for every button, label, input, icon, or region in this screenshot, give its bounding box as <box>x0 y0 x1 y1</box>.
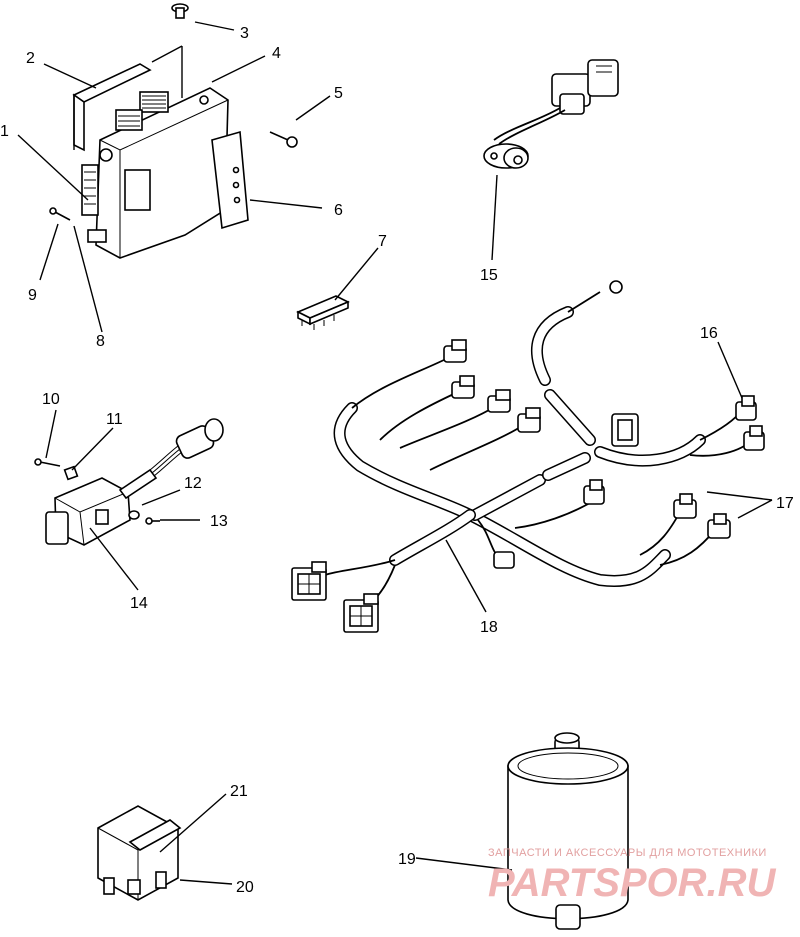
screw-10 <box>34 458 61 467</box>
multi-pin-connector <box>291 561 327 601</box>
harness-connector <box>735 395 757 421</box>
callout-20: 20 <box>236 879 254 896</box>
harness-connector <box>743 425 765 451</box>
harness-connector <box>517 407 541 433</box>
callout-4: 4 <box>272 45 281 62</box>
harness-connector <box>493 551 515 569</box>
sensor <box>483 59 619 169</box>
callout-11: 11 <box>106 411 123 428</box>
harness-connector <box>487 389 511 413</box>
screw-3 <box>171 3 189 19</box>
callout-3: 3 <box>240 25 249 42</box>
harness-connector <box>583 479 605 505</box>
callout-16: 16 <box>700 325 718 342</box>
callout-1: 1 <box>0 123 9 140</box>
callout-5: 5 <box>334 85 343 102</box>
harness-connector <box>611 413 639 447</box>
callout-19: 19 <box>398 851 416 868</box>
clip-11 <box>63 465 79 481</box>
watermark: ЗАПЧАСТИ И АКСЕССУАРЫ ДЛЯ МОТОТЕХНИКИ PA… <box>488 847 777 905</box>
leader-lines <box>17 21 773 885</box>
chip <box>296 295 350 330</box>
callout-2: 2 <box>26 50 35 67</box>
harness-connector <box>707 513 731 539</box>
screw-5 <box>269 131 298 148</box>
harness-connector <box>673 493 697 519</box>
callout-13: 13 <box>210 513 228 530</box>
callout-15: 15 <box>480 267 498 284</box>
callouts: 1 2 3 4 5 6 7 8 9 10 11 12 13 14 15 16 1… <box>0 25 794 896</box>
callout-10: 10 <box>42 391 60 408</box>
multi-pin-connector <box>343 593 379 633</box>
harness-connector <box>443 339 467 363</box>
callout-8: 8 <box>96 333 105 350</box>
callout-21: 21 <box>230 783 248 800</box>
callout-18: 18 <box>480 619 498 636</box>
connector-assembly <box>45 418 224 546</box>
ecu-module <box>72 63 229 259</box>
watermark-caption: ЗАПЧАСТИ И АКСЕССУАРЫ ДЛЯ МОТОТЕХНИКИ <box>488 847 767 859</box>
fuel-filter <box>507 732 629 930</box>
screw-13 <box>145 517 160 525</box>
callout-9: 9 <box>28 287 37 304</box>
watermark-brand: PARTSPOR.RU <box>488 861 777 905</box>
callout-6: 6 <box>334 202 343 219</box>
callout-12: 12 <box>184 475 202 492</box>
screw-9 <box>49 207 71 221</box>
callout-7: 7 <box>378 233 387 250</box>
callout-14: 14 <box>130 595 148 612</box>
mounting-bracket <box>211 130 249 230</box>
wiring-harness <box>291 280 765 633</box>
callout-17: 17 <box>776 495 794 512</box>
washer-12 <box>128 510 140 520</box>
relay <box>97 805 182 901</box>
harness-connector <box>451 375 475 399</box>
